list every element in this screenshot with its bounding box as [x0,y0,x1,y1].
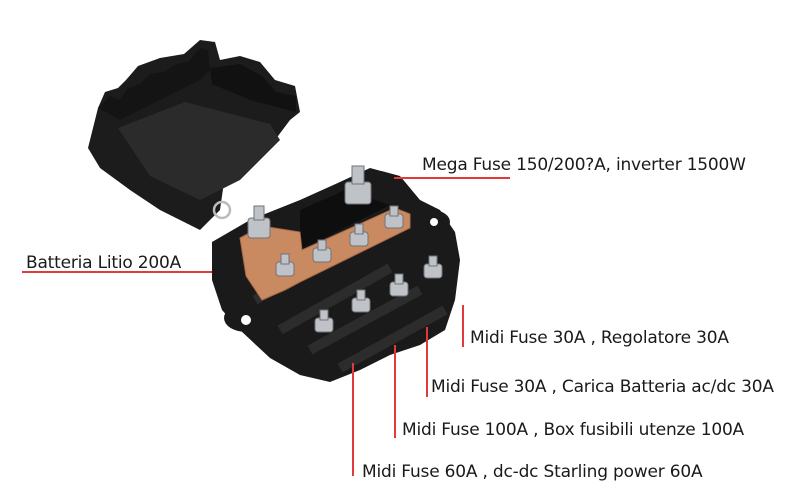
fuse-box-lid [88,40,300,230]
stud-bolts [247,165,443,333]
callout-line-mega-fuse [394,177,510,179]
callout-line-midi-30-regolatore [462,305,464,347]
label-midi-60: Midi Fuse 60A , dc-dc Starling power 60A [362,462,703,482]
label-mega-fuse: Mega Fuse 150/200?A, inverter 1500W [422,155,746,175]
callout-line-midi-30-carica [426,327,428,397]
callout-line-midi-60 [352,363,354,476]
label-battery: Batteria Litio 200A [26,253,182,273]
label-midi-30-carica: Midi Fuse 30A , Carica Batteria ac/dc 30… [431,377,774,397]
callout-line-midi-100 [394,345,396,438]
label-midi-30-regolatore: Midi Fuse 30A , Regolatore 30A [470,328,729,348]
label-midi-100: Midi Fuse 100A , Box fusibili utenze 100… [402,420,744,440]
callout-line-battery [22,271,212,273]
lid-hinge-ring [212,200,232,220]
